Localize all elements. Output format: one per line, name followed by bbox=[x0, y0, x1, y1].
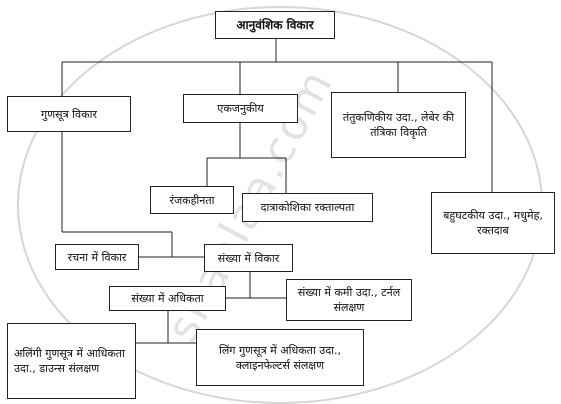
node-autosomal-excess: अलिंगी गुणसूत्र में आधिकता उदा., डाउन्स … bbox=[7, 323, 136, 399]
node-sickle-cell-label: दात्राकोशिका रक्ताल्पता bbox=[260, 201, 355, 214]
node-chromosomal-label: गुणसूत्र विकार bbox=[41, 107, 97, 121]
node-color-blindness-label: रंजकहीनता bbox=[169, 193, 215, 207]
node-chromosomal: गुणसूत्र विकार bbox=[7, 96, 131, 132]
node-excess-number-label: संख्या में अधिकता bbox=[131, 292, 204, 305]
node-deficit-number: संख्या में कमी उदा., टर्नल संलक्षण bbox=[286, 279, 412, 321]
node-sickle-cell: दात्राकोशिका रक्ताल्पता bbox=[242, 193, 373, 222]
node-sex-chromosome-excess-label: लिंग गुणसूत्र में अधिकता उदा., क्लाइनफेल… bbox=[218, 343, 341, 372]
node-color-blindness: रंजकहीनता bbox=[150, 186, 234, 214]
node-polygenic: बहुघटकीय उदा., मधुमेह, रक्तदाब bbox=[431, 192, 555, 254]
node-structural: रचना में विकार bbox=[55, 244, 139, 270]
node-numerical: संख्या में विकार bbox=[204, 244, 293, 272]
node-mitochondrial-label: तंतुकणिकीय उदा., लेबेर की तंत्रिका विकृत… bbox=[342, 111, 455, 139]
node-root: आनुवंशिक विकार bbox=[215, 11, 335, 39]
node-single-gene: एकजनुकीय bbox=[183, 94, 298, 123]
node-structural-label: रचना में विकार bbox=[67, 250, 127, 264]
node-excess-number: संख्या में अधिकता bbox=[109, 286, 226, 311]
node-numerical-label: संख्या में विकार bbox=[217, 251, 280, 265]
node-deficit-number-label: संख्या में कमी उदा., टर्नल संलक्षण bbox=[297, 286, 401, 314]
node-polygenic-label: बहुघटकीय उदा., मधुमेह, रक्तदाब bbox=[443, 209, 543, 237]
node-sex-chromosome-excess: लिंग गुणसूत्र में अधिकता उदा., क्लाइनफेल… bbox=[196, 329, 364, 386]
node-single-gene-label: एकजनुकीय bbox=[217, 102, 264, 115]
node-mitochondrial: तंतुकणिकीय उदा., लेबेर की तंत्रिका विकृत… bbox=[331, 92, 466, 158]
node-autosomal-excess-label: अलिंगी गुणसूत्र में आधिकता उदा., डाउन्स … bbox=[14, 347, 125, 375]
node-root-label: आनुवंशिक विकार bbox=[236, 17, 314, 32]
